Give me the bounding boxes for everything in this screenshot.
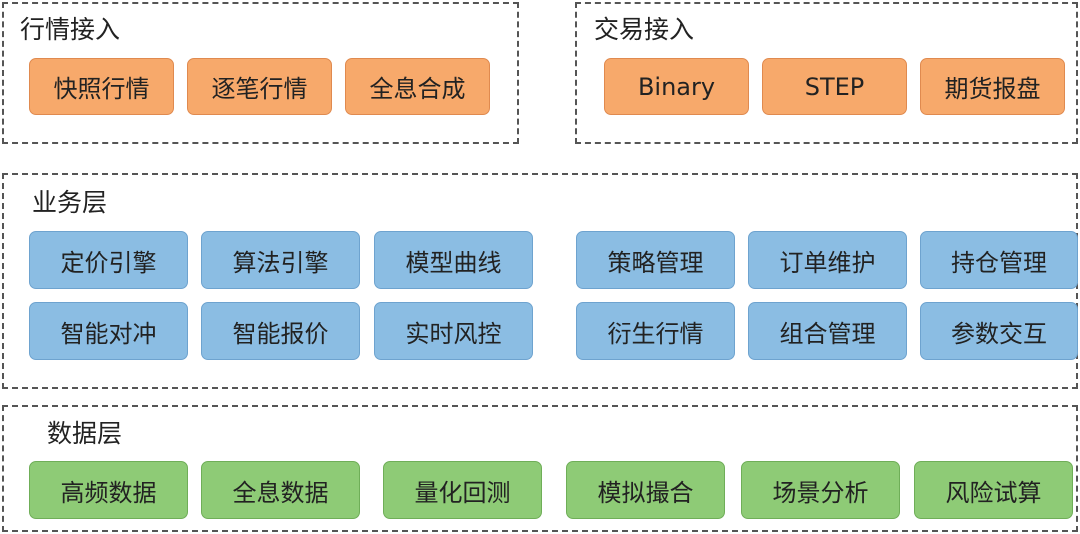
market-access-group [2, 2, 519, 144]
business-item-portfolio-mgmt: 组合管理 [748, 302, 907, 360]
business-item-pricing-engine: 定价引擎 [29, 231, 188, 289]
business-item-realtime-risk: 实时风控 [374, 302, 533, 360]
data-item-sim-match: 模拟撮合 [566, 461, 725, 519]
data-item-backtest: 量化回测 [383, 461, 542, 519]
data-layer-group [2, 405, 1078, 532]
market-access-title: 行情接入 [20, 15, 121, 44]
business-item-model-curve: 模型曲线 [374, 231, 533, 289]
business-item-position-mgmt: 持仓管理 [920, 231, 1078, 289]
data-layer-title: 数据层 [47, 419, 123, 448]
business-item-smart-hedge: 智能对冲 [29, 302, 188, 360]
trade-access-item-binary: Binary [604, 58, 749, 115]
data-item-risk-calc: 风险试算 [914, 461, 1073, 519]
business-item-param-interact: 参数交互 [920, 302, 1078, 360]
data-item-holo-data: 全息数据 [201, 461, 360, 519]
trade-access-item-step: STEP [762, 58, 907, 115]
market-access-item-snapshot: 快照行情 [29, 58, 174, 115]
trade-access-group [575, 2, 1078, 144]
business-item-derived-quotes: 衍生行情 [576, 302, 735, 360]
market-access-item-synth: 全息合成 [345, 58, 490, 115]
data-item-hf-data: 高频数据 [29, 461, 188, 519]
business-item-strategy-mgmt: 策略管理 [576, 231, 735, 289]
business-item-order-maint: 订单维护 [748, 231, 907, 289]
business-item-smart-quote: 智能报价 [201, 302, 360, 360]
trade-access-title: 交易接入 [594, 15, 695, 44]
market-access-item-tick: 逐笔行情 [187, 58, 332, 115]
trade-access-item-futures: 期货报盘 [920, 58, 1065, 115]
business-layer-title: 业务层 [32, 188, 108, 217]
data-item-scenario: 场景分析 [741, 461, 900, 519]
business-item-algo-engine: 算法引擎 [201, 231, 360, 289]
